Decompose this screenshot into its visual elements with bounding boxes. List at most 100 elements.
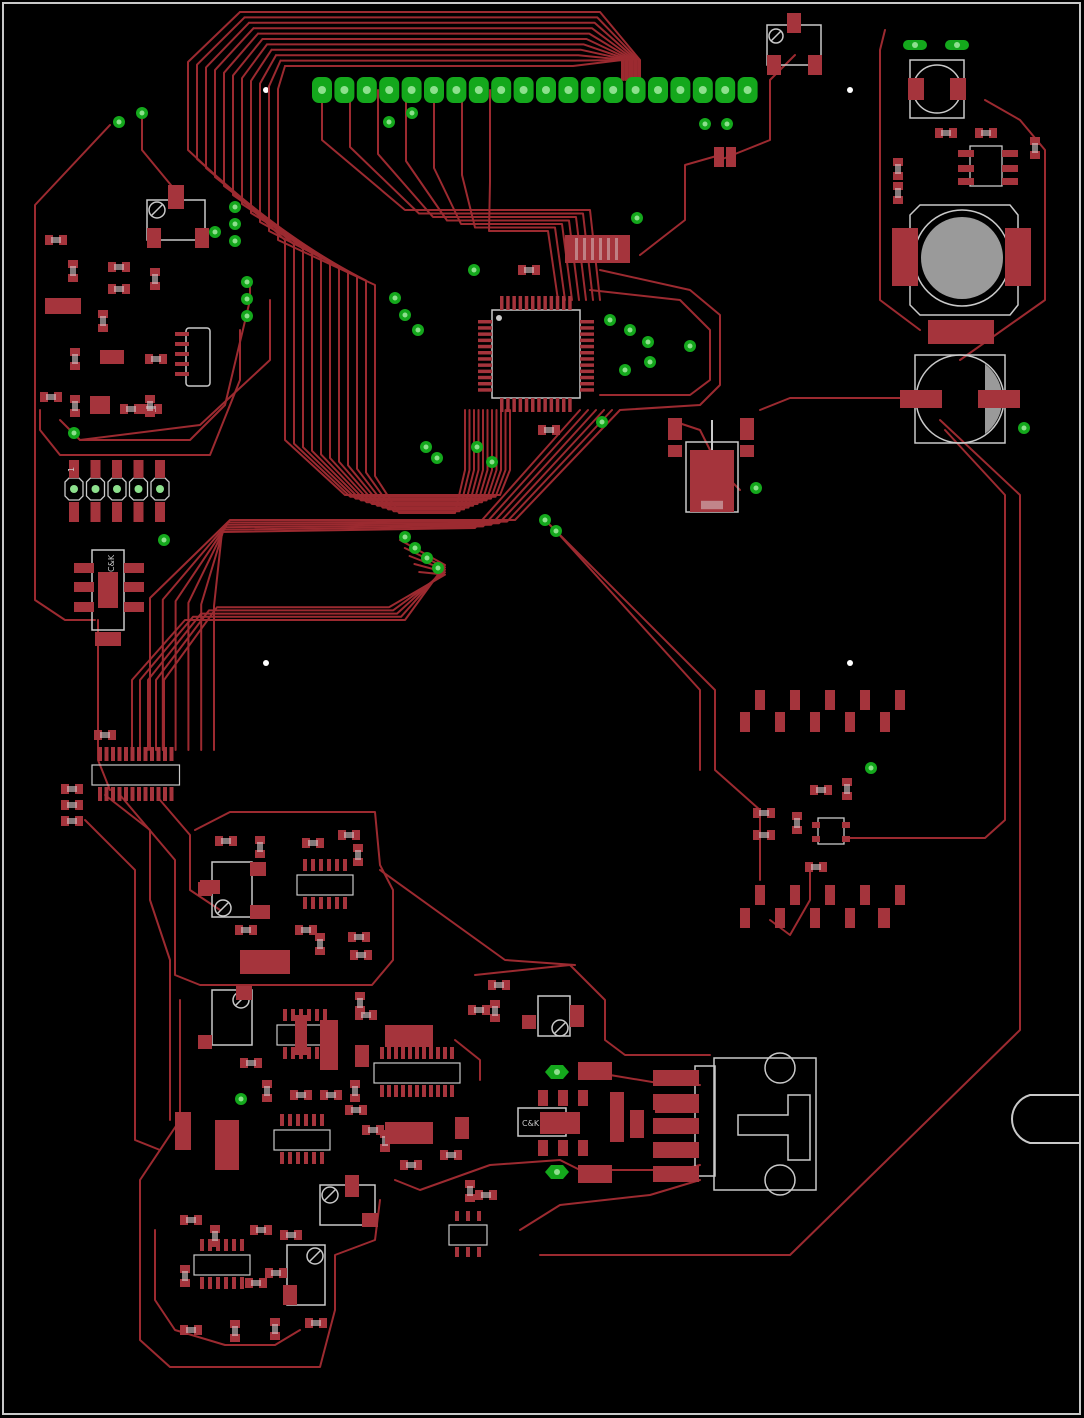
ic-outline: [969, 145, 1003, 187]
pad: [352, 830, 360, 840]
resistor-body: [759, 810, 769, 816]
pad: [262, 1080, 272, 1088]
pad: [580, 375, 594, 380]
via-hole: [634, 215, 640, 221]
pad: [387, 1085, 391, 1097]
pad: [95, 632, 121, 646]
pad: [538, 425, 546, 435]
pad: [753, 808, 761, 818]
trace: [79, 299, 271, 441]
pad: [975, 128, 983, 138]
pad: [531, 296, 535, 310]
pad: [104, 787, 109, 801]
header-pin-hole: [721, 86, 730, 94]
resistor-body: [246, 1060, 256, 1066]
header-pin-hole: [631, 86, 640, 94]
pad: [312, 1152, 316, 1164]
pad: [311, 897, 315, 909]
pad: [335, 859, 339, 871]
resistor-body: [446, 1152, 456, 1158]
pad: [549, 398, 554, 412]
pad: [580, 357, 594, 361]
pad: [334, 1090, 342, 1100]
pad: [224, 1239, 228, 1251]
via-hole: [415, 327, 421, 333]
pad: [500, 296, 504, 310]
pad: [580, 326, 594, 330]
pad: [362, 1125, 370, 1135]
pad: [54, 392, 62, 402]
pad: [74, 563, 94, 573]
pad: [568, 296, 572, 310]
trace: [84, 819, 161, 1151]
pad: [819, 862, 827, 872]
pad: [380, 1047, 384, 1059]
pad: [415, 1085, 419, 1097]
pad: [893, 182, 903, 190]
trace: [34, 124, 111, 621]
resistor-body: [67, 802, 77, 808]
header-hole: [134, 485, 143, 493]
via-hole: [244, 279, 250, 285]
pad: [150, 747, 154, 761]
pad: [810, 908, 820, 928]
pad: [482, 1005, 490, 1015]
pad: [150, 282, 160, 290]
header-pin-hole: [654, 86, 662, 94]
pad: [518, 296, 523, 310]
pad: [429, 1085, 433, 1097]
pad: [502, 980, 510, 990]
trimmer-slot: [770, 30, 782, 42]
trace: [187, 11, 511, 496]
array-stripe: [591, 238, 594, 260]
mcu-outline: [491, 309, 581, 399]
pad: [216, 1277, 220, 1289]
copper-traces: [34, 11, 1046, 1368]
resistor-body: [895, 164, 901, 174]
pad: [264, 1225, 272, 1235]
trace: [119, 794, 301, 986]
trace: [149, 409, 621, 751]
pad: [112, 502, 122, 522]
resistor-body: [67, 786, 77, 792]
pad: [159, 354, 167, 364]
resistor-body: [257, 842, 263, 852]
via-hole: [232, 238, 238, 244]
trace: [248, 21, 638, 81]
pad: [562, 398, 566, 412]
via-hole: [386, 119, 392, 125]
via-hole: [409, 110, 415, 116]
via-hole: [402, 312, 408, 318]
trace: [275, 54, 627, 81]
resistor-body: [361, 1012, 371, 1018]
pad: [455, 1247, 459, 1257]
pad: [348, 932, 356, 942]
pad: [740, 418, 754, 440]
pad: [810, 712, 820, 732]
trace: [259, 54, 475, 511]
pad: [842, 792, 852, 800]
pad: [454, 1150, 462, 1160]
trace: [379, 869, 576, 966]
via-hole: [1021, 425, 1027, 431]
pad: [175, 362, 189, 366]
pad: [134, 404, 142, 414]
via-hole: [71, 430, 77, 436]
jack-outline: [713, 1057, 817, 1191]
resistor-body: [759, 832, 769, 838]
pad: [755, 885, 765, 905]
resistor-body: [317, 939, 323, 949]
resistor-body: [70, 266, 76, 276]
pad: [436, 1047, 440, 1059]
pad: [790, 690, 800, 710]
via-hole: [645, 339, 651, 345]
pad: [59, 235, 67, 245]
resistor-body: [544, 427, 554, 433]
trace: [161, 409, 613, 751]
pad: [169, 787, 174, 801]
pad: [70, 395, 80, 403]
pad: [163, 747, 167, 761]
pad: [958, 178, 974, 185]
header-pin-hole: [564, 86, 573, 94]
